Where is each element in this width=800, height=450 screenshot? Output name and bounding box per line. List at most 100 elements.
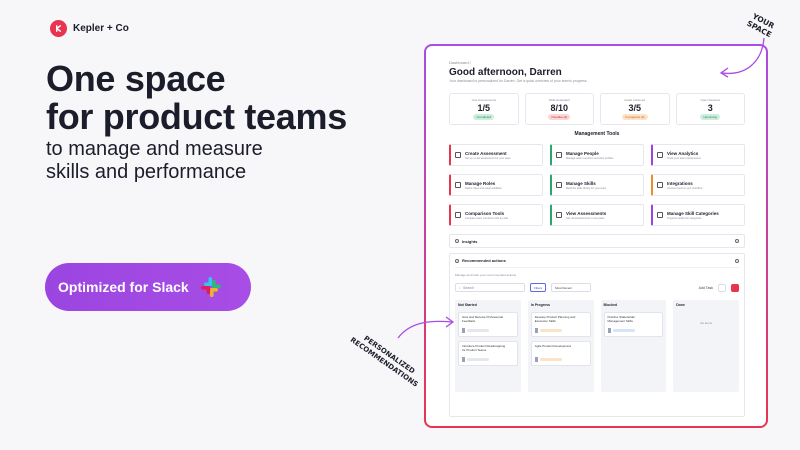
tool-desc: See all assessments in one place — [566, 216, 605, 220]
filters-button[interactable]: Filters — [530, 283, 547, 292]
task-card[interactable]: Practice Stakeholder Management Skills — [603, 312, 664, 337]
toggle-icon[interactable] — [607, 328, 611, 333]
tool-desc: Connect tools to your workflow — [667, 186, 703, 190]
stat-card[interactable]: Open Reviews 3 Upcoming — [675, 93, 745, 125]
toggle-icon[interactable] — [462, 357, 465, 362]
board-column-blocked: Blocked Practice Stakeholder Management … — [600, 300, 667, 392]
stat-label: Skills Evaluated — [548, 98, 570, 102]
dashboard-preview: Dashboard / Good afternoon, Darren Your … — [449, 60, 745, 417]
chevron-up-icon[interactable] — [735, 258, 739, 263]
tool-title: Manage Roles — [465, 180, 496, 186]
compare-icon — [455, 212, 461, 218]
clipboard-icon — [556, 212, 562, 218]
tool-title: View Analytics — [667, 150, 699, 156]
sort-select[interactable]: Most Recent — [551, 283, 592, 292]
stat-card[interactable]: Goals Achieved 3/5 In progress (2) — [600, 93, 670, 125]
stat-card[interactable]: Your Assessments 1/5 Completed — [449, 93, 519, 125]
chart-icon — [657, 152, 663, 158]
skills-icon — [556, 182, 562, 188]
people-icon — [556, 152, 562, 158]
insights-panel[interactable]: Insights — [449, 234, 745, 248]
board-column-done: Done No items — [673, 300, 739, 392]
add-icon[interactable] — [731, 283, 739, 292]
status-badge: Overdue (2) — [548, 114, 571, 120]
headline: One space for product teams — [46, 60, 347, 136]
status-badge: In progress (2) — [621, 114, 648, 120]
kanban-board: Not Started Give and Receive Professiona… — [455, 300, 739, 392]
tool-desc: Track your team performance — [667, 156, 701, 160]
progress-bar — [612, 329, 635, 332]
slack-button-label: Optimized for Slack — [58, 279, 189, 295]
column-title: Not Started — [458, 303, 477, 307]
tool-desc: Define roles and responsibilities — [465, 186, 502, 190]
document-icon — [455, 152, 461, 158]
stat-value: 3/5 — [628, 103, 641, 113]
target-icon — [455, 258, 459, 263]
recommended-actions-panel: Recommended actions Manage and track you… — [449, 253, 745, 417]
column-title: In Progress — [530, 303, 551, 307]
plug-icon — [657, 182, 663, 188]
page-subtitle: Your dashboard is personalized for Darre… — [449, 79, 588, 83]
optimized-for-slack-button[interactable]: Optimized for Slack — [45, 263, 251, 311]
task-title: Give and Receive Professional Feedback — [462, 315, 504, 323]
tool-title: Integrations — [667, 180, 693, 186]
add-task-button[interactable]: Add Task — [698, 285, 713, 290]
search-input[interactable]: ⌕Search — [455, 283, 525, 292]
lightbulb-icon — [455, 239, 459, 243]
empty-state: No items — [700, 321, 713, 325]
stat-value: 1/5 — [477, 103, 490, 113]
tool-title: Comparison Tools — [465, 210, 505, 216]
task-title: Develop Product Planning and Execution S… — [534, 315, 576, 323]
brand-name: Kepler + Co — [73, 23, 129, 34]
slack-logo-icon — [200, 277, 221, 297]
toggle-icon[interactable] — [534, 357, 538, 362]
progress-bar — [467, 358, 489, 361]
chevron-down-icon[interactable] — [735, 239, 739, 243]
task-card[interactable]: Develop Product Planning and Execution S… — [530, 312, 591, 337]
toggle-icon[interactable] — [534, 328, 538, 333]
column-title: Done — [676, 303, 685, 307]
stat-label: Open Reviews — [700, 98, 720, 102]
stat-value: 8/10 — [550, 103, 569, 113]
recommendations-arrow-icon — [397, 316, 455, 339]
progress-bar — [539, 358, 562, 361]
brand: Kepler + Co — [50, 20, 129, 37]
recommended-actions-desc: Manage and track your recommended action… — [455, 273, 517, 277]
subhead-line-1: to manage and measure — [46, 138, 263, 160]
sort-value: Most Recent — [555, 285, 573, 290]
subhead-line-2: skills and performance — [46, 161, 247, 183]
stats-row: Your Assessments 1/5 Completed Skills Ev… — [449, 93, 745, 125]
task-card[interactable]: Introduce Product Roadmapping for Produc… — [458, 341, 518, 366]
stat-label: Your Assessments — [471, 98, 497, 102]
task-title: Introduce Product Roadmapping for Produc… — [462, 344, 506, 352]
task-title: Agile Product Development — [534, 344, 572, 348]
management-tools-heading: Management Tools — [574, 131, 620, 137]
recommended-actions-header[interactable]: Recommended actions — [455, 254, 739, 268]
breadcrumb[interactable]: Dashboard / — [449, 60, 471, 65]
toggle-icon[interactable] — [462, 328, 465, 333]
task-card[interactable]: Give and Receive Professional Feedback — [458, 312, 518, 337]
headline-line-1: One space — [46, 58, 226, 99]
subheadline: to manage and measure skills and perform… — [46, 138, 263, 184]
grid-view-icon[interactable] — [718, 283, 726, 292]
stat-card[interactable]: Skills Evaluated 8/10 Overdue (2) — [524, 93, 594, 125]
tool-title: Create Assessment — [465, 150, 507, 156]
kepler-logo-icon — [50, 20, 67, 37]
board-column-in-progress: In Progress Develop Product Planning and… — [527, 300, 594, 392]
tool-desc: Organize skills into categories — [667, 216, 702, 220]
status-badge: Completed — [473, 114, 494, 120]
task-card[interactable]: Agile Product Development — [530, 341, 591, 366]
search-icon: ⌕ — [459, 285, 461, 290]
task-title: Practice Stakeholder Management Skills — [607, 315, 636, 323]
tool-desc: Set up a new assessment for your team — [465, 156, 511, 160]
column-title: Blocked — [603, 303, 618, 307]
